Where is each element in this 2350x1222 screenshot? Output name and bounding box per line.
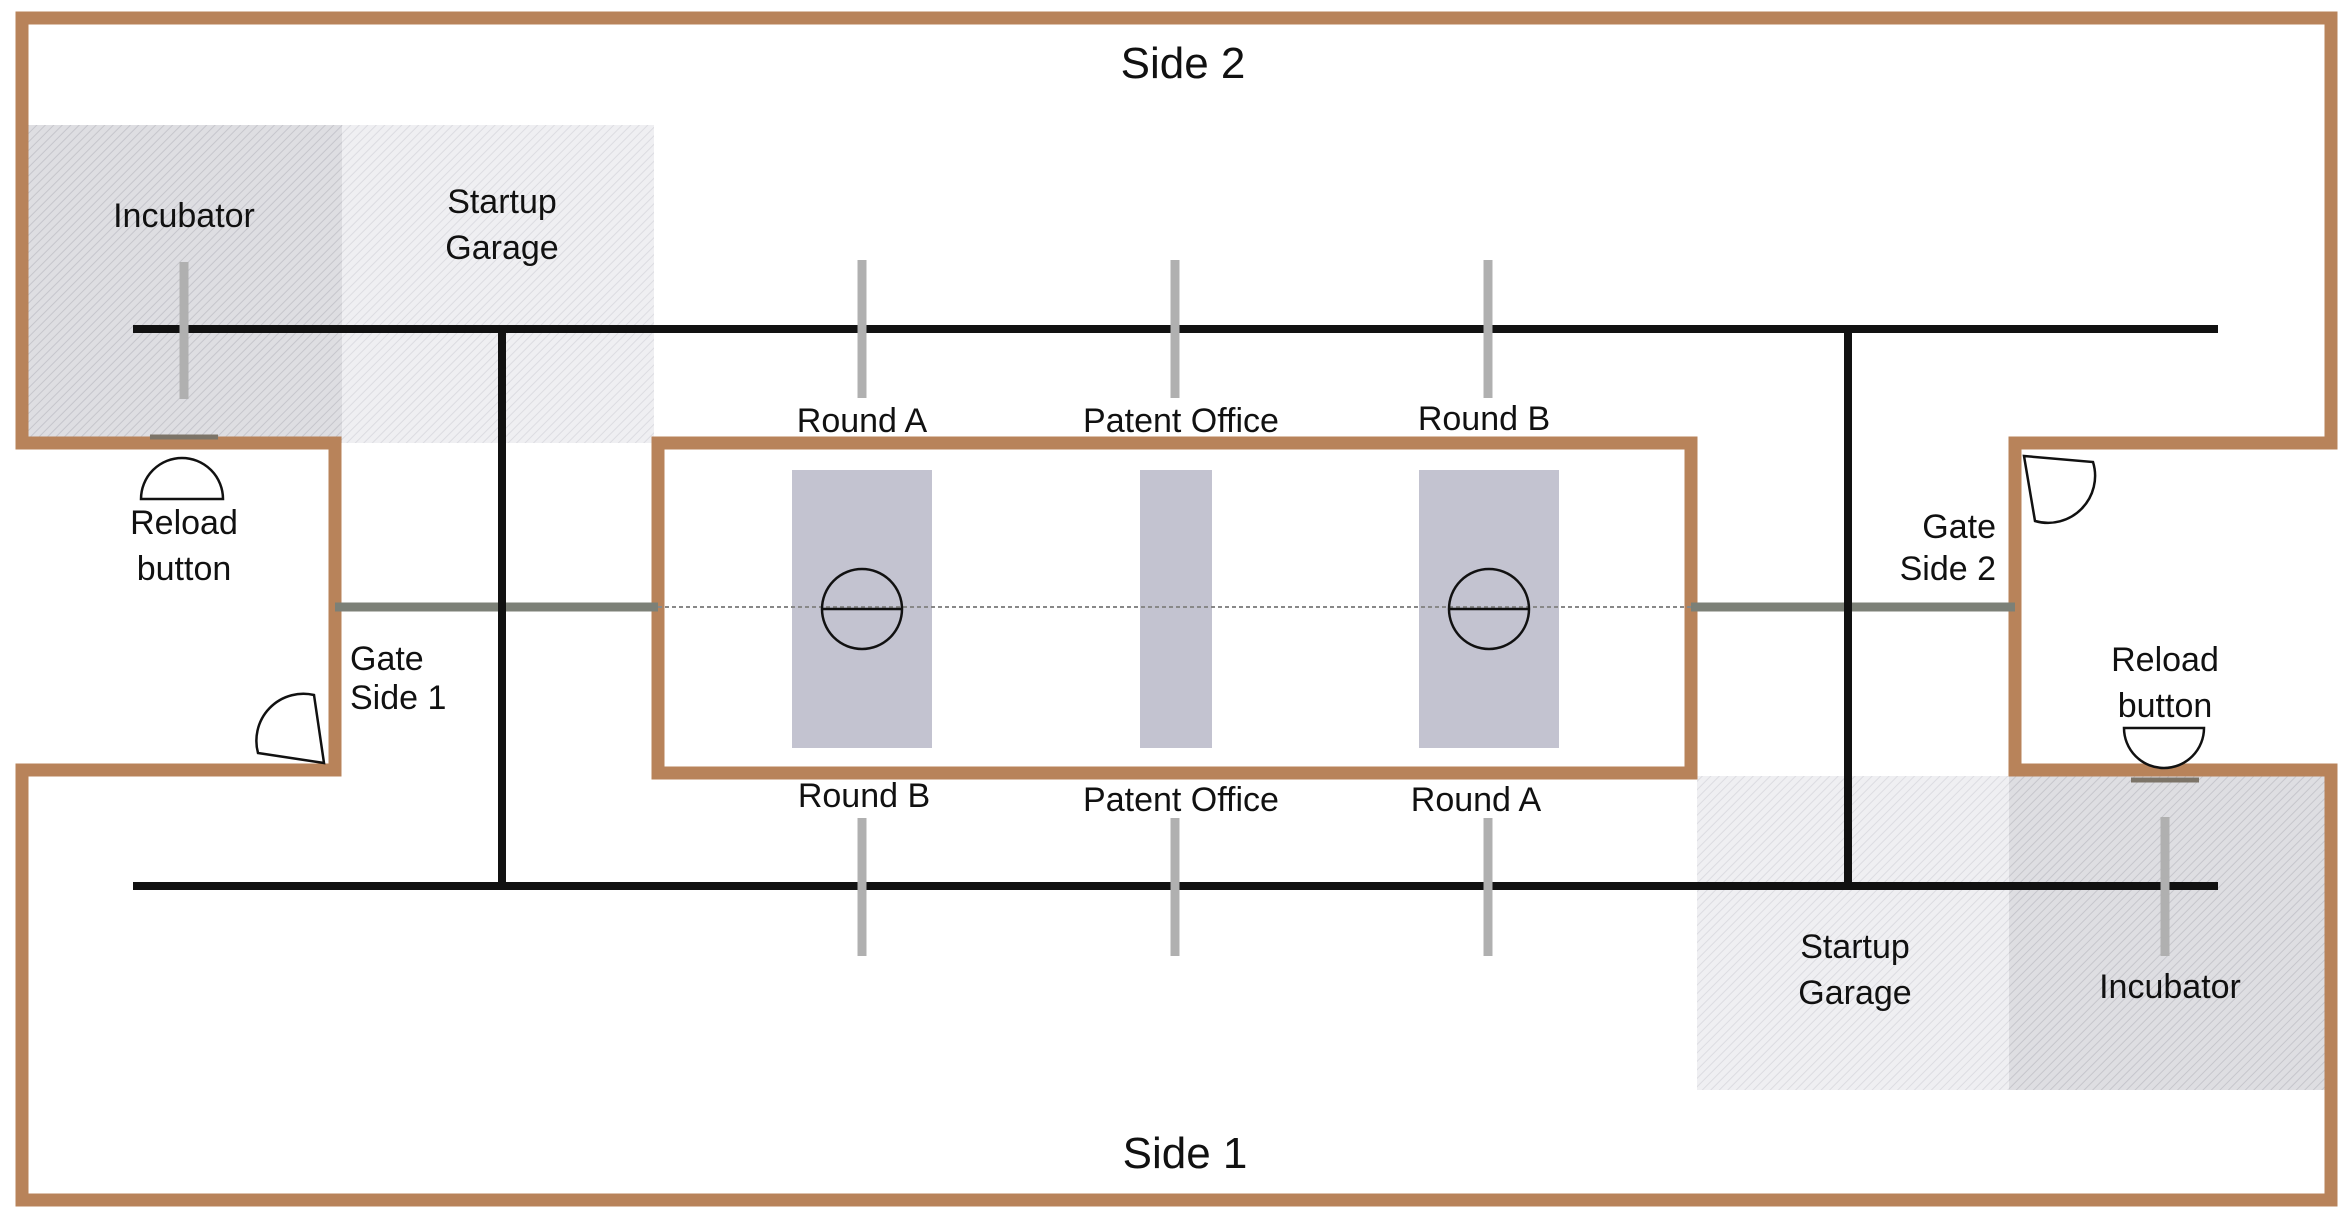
incubator-label-bottom: Incubator xyxy=(2099,968,2241,1006)
gate-door-side2 xyxy=(2022,454,2097,525)
patent-office-label-top: Patent Office xyxy=(1083,402,1279,440)
patent-office-table xyxy=(1140,470,1212,748)
patent-office-label-bottom: Patent Office xyxy=(1083,781,1279,819)
gate-side2-label-2: Side 2 xyxy=(1900,550,1996,588)
gate-side1-label-1: Gate xyxy=(350,640,424,678)
reload-label-left-2: button xyxy=(137,550,232,588)
startup-garage-zone-bottom xyxy=(1697,776,2009,1090)
gate-side1-label-2: Side 1 xyxy=(350,679,446,717)
reload-label-right-1: Reload xyxy=(2111,641,2219,679)
startup-garage-label-bottom-1: Startup xyxy=(1800,928,1910,966)
reload-button-right[interactable] xyxy=(2122,726,2206,770)
reload-label-right-2: button xyxy=(2118,687,2213,725)
incubator-label-top: Incubator xyxy=(113,197,255,235)
outer-wall xyxy=(15,11,2338,1207)
round-b-circle xyxy=(1447,567,1531,651)
startup-garage-label-top-1: Startup xyxy=(447,183,557,221)
reload-button-left[interactable] xyxy=(139,456,225,501)
gate-door-side1 xyxy=(255,692,326,765)
startup-garage-label-top-2: Garage xyxy=(445,229,558,267)
side-2-label: Side 2 xyxy=(1121,39,1246,88)
round-a-circle xyxy=(820,567,904,651)
startup-garage-label-bottom-2: Garage xyxy=(1798,974,1911,1012)
round-b-label-bottom: Round B xyxy=(798,777,930,815)
round-a-label-bottom: Round A xyxy=(1411,781,1542,819)
reload-label-left-1: Reload xyxy=(130,504,238,542)
gate-side2-label-1: Gate xyxy=(1922,508,1996,546)
side-1-label: Side 1 xyxy=(1123,1129,1248,1178)
round-b-label-top: Round B xyxy=(1418,400,1550,438)
incubator-zone-bottom xyxy=(2009,776,2331,1090)
round-a-label-top: Round A xyxy=(797,402,928,440)
